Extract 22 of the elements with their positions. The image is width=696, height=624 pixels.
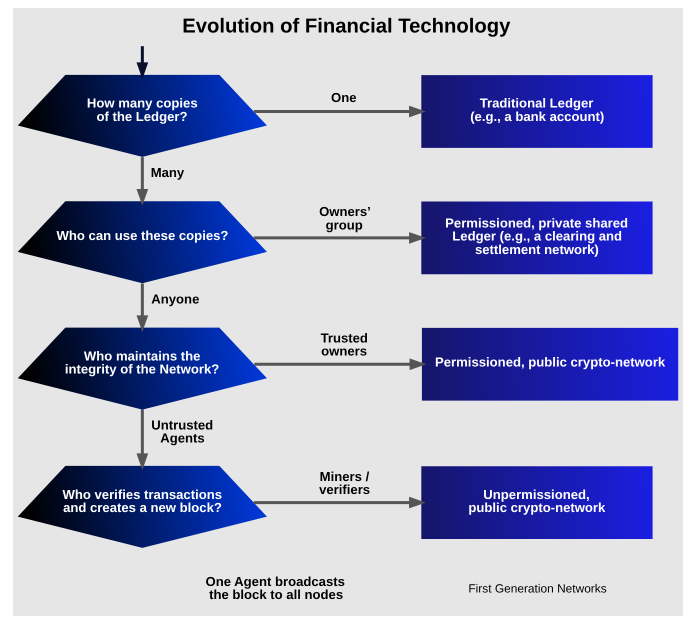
- edge-label: One: [331, 90, 357, 105]
- diagram-title: Evolution of Financial Technology: [182, 16, 510, 38]
- edge-label: Trusted owners: [320, 330, 368, 359]
- edge-label: Many: [150, 164, 184, 180]
- arrow: [136, 157, 148, 206]
- arrow: [254, 106, 426, 118]
- arrow: [254, 232, 426, 244]
- arrow: [136, 284, 148, 332]
- node-box: Unpermissioned, public crypto-network: [421, 466, 653, 539]
- edge-label: Owners’ group: [319, 204, 371, 232]
- node-box: Permissioned, private shared Ledger (e.g., a clearing and settlement network): [421, 202, 653, 274]
- label: One Agent broadcasts the block to all nodes: [206, 574, 345, 602]
- edge-label: Untrusted Agents: [151, 418, 214, 446]
- node-box: Permissioned, public crypto-network: [422, 328, 678, 401]
- arrow: [136, 410, 148, 470]
- edge-label: Miners / verifiers: [319, 468, 370, 497]
- node-box: Traditional Ledger (e.g., a bank account): [421, 75, 653, 148]
- edge-label: Anyone: [151, 291, 200, 306]
- node-label: First Generation Networks: [468, 582, 607, 596]
- arrow: [254, 358, 426, 370]
- arrow: [136, 46, 148, 80]
- arrow: [254, 496, 426, 508]
